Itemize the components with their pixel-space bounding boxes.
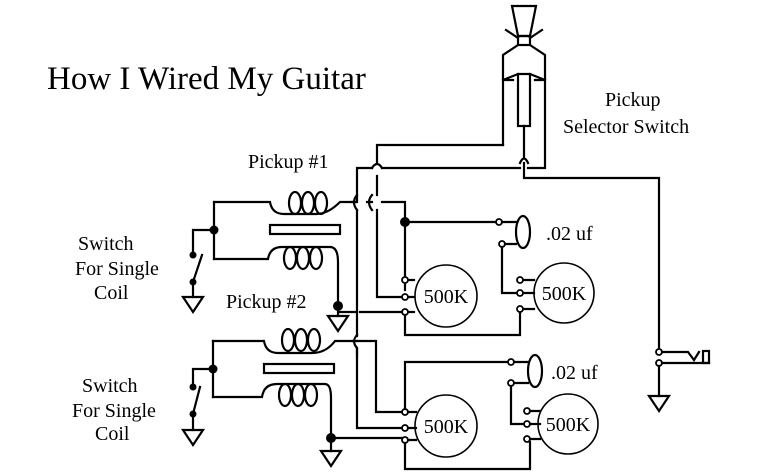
cap-bottom-label: .02 uf	[551, 362, 598, 384]
switch1-label-line1: Switch	[78, 233, 134, 255]
switch2-label-line1: Switch	[82, 375, 138, 397]
output-jack	[646, 348, 711, 413]
selector-label-line1: Pickup	[605, 89, 661, 111]
selector-label-line2: Selector Switch	[563, 116, 689, 138]
pot-bottom-right-label: 500K	[546, 414, 591, 436]
pickup2-label: Pickup #2	[226, 291, 307, 313]
pot-bottom-left: 500K	[414, 394, 478, 458]
pickup2	[180, 327, 355, 447]
switch1-label-line3: Coil	[94, 282, 129, 304]
selector-switch	[501, 4, 661, 352]
pot-bottom-right: 500K	[537, 393, 599, 455]
switch2-label-line3: Coil	[95, 423, 130, 445]
switch2-label-line2: For Single	[72, 400, 156, 422]
pickup1	[180, 190, 354, 314]
pot-top-left: 500K	[414, 264, 478, 328]
pickup1-label: Pickup #1	[248, 151, 329, 173]
pot-top-right: 500K	[533, 262, 595, 324]
pot-top-left-label: 500K	[424, 286, 469, 308]
pot-top-right-label: 500K	[542, 283, 587, 305]
diagram-title: How I Wired My Guitar	[47, 61, 366, 97]
switch1-label-line2: For Single	[75, 258, 159, 280]
pot-bottom-left-label: 500K	[424, 416, 469, 438]
cap-top-label: .02 uf	[546, 223, 593, 245]
